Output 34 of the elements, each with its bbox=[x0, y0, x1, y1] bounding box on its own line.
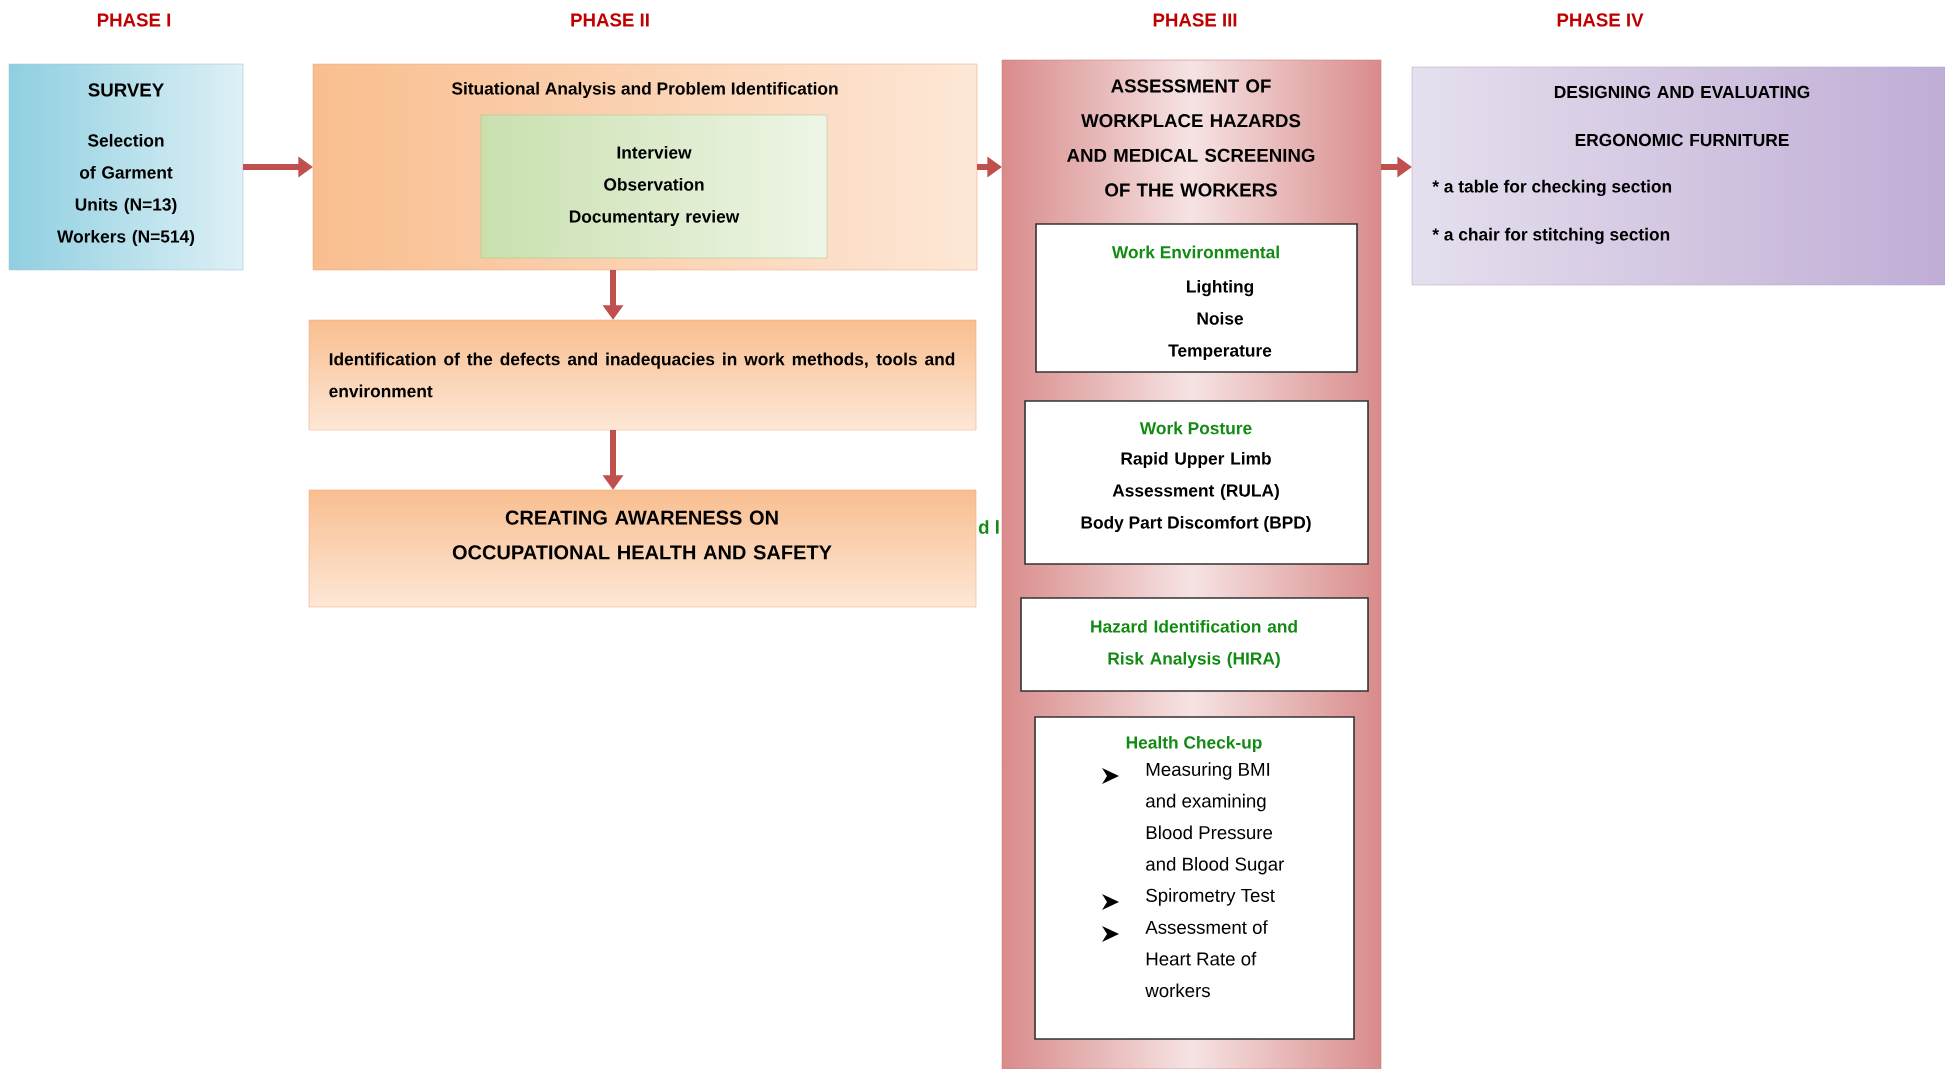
box-text: Selection of Garment Units (N=13) Workers (N=514) bbox=[57, 133, 195, 247]
text-fragment: d l bbox=[978, 520, 999, 534]
list-item: * a chair for stitching section bbox=[1432, 227, 1670, 245]
phase-label: PHASE I bbox=[97, 13, 171, 27]
box-text: Identification of the defects and inadequacies in work methods, tools and environment bbox=[329, 352, 955, 398]
list-item: * a table for checking section bbox=[1432, 179, 1672, 197]
box-heading: Work Posture bbox=[1139, 421, 1252, 435]
method-box bbox=[480, 114, 828, 259]
process-box bbox=[8, 63, 244, 271]
process-box bbox=[308, 489, 977, 608]
process-box bbox=[1034, 716, 1355, 1040]
box-text: Rapid Upper Limb Assessment (RULA) bbox=[1112, 451, 1279, 501]
list-item: Assessment of Heart Rate of workers bbox=[1145, 920, 1268, 998]
process-box bbox=[1411, 66, 1945, 286]
box-text: Body Part Discomfort (BPD) bbox=[1081, 515, 1311, 533]
process-box bbox=[308, 319, 977, 431]
box-heading: Hazard Identification and Risk Analysis (HIRA) bbox=[1091, 619, 1297, 669]
phase-label: PHASE III bbox=[1153, 13, 1237, 27]
box-heading: Situational Analysis and Problem Identification bbox=[451, 81, 838, 99]
box-heading: SURVEY bbox=[88, 83, 164, 97]
box-text: Lighting Noise Temperature bbox=[1168, 279, 1272, 361]
box-text: Interview Observation Documentary review bbox=[569, 145, 740, 227]
process-box bbox=[1020, 597, 1369, 692]
panel-heading: ASSESSMENT OF WORKPLACE HAZARDS AND MEDICAL SCREENING OF THE WORKERS bbox=[1067, 79, 1315, 197]
box-text: CREATING AWARENESS ON OCCUPATIONAL HEALTH AND SAFETY bbox=[452, 510, 832, 560]
process-box bbox=[1035, 223, 1358, 373]
process-box bbox=[1024, 400, 1369, 565]
box-heading: Health Check-up bbox=[1126, 735, 1262, 753]
phase-label: PHASE IV bbox=[1557, 13, 1644, 27]
list-item: Spirometry Test bbox=[1146, 888, 1275, 906]
box-heading: Work Environmental bbox=[1111, 245, 1279, 259]
box-heading: DESIGNING AND EVALUATING ERGONOMIC FURNITURE bbox=[1554, 85, 1810, 147]
phase-label: PHASE II bbox=[571, 13, 649, 27]
list-item: Measuring BMI and examining Blood Pressure and Blood Sugar bbox=[1146, 762, 1284, 875]
